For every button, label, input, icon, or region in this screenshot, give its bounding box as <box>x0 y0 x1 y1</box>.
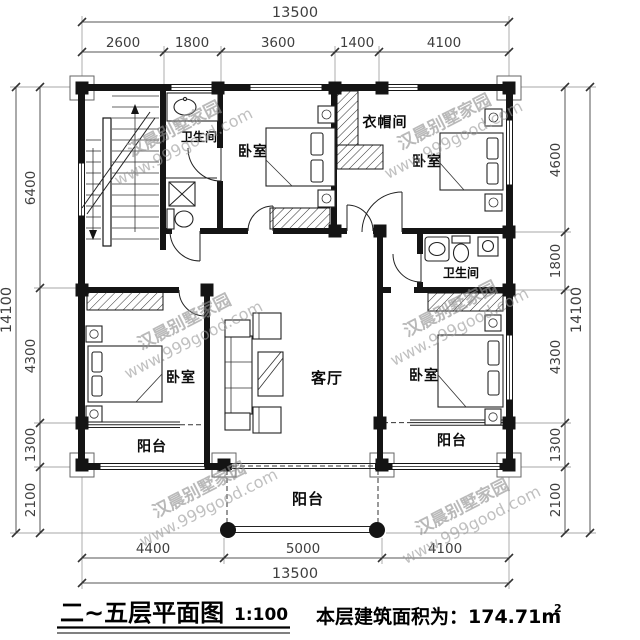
door-bedroom-top <box>247 205 274 232</box>
hall-cabinet <box>269 207 331 230</box>
balcony-column-left <box>220 522 236 538</box>
door-bedroom-right-top <box>361 191 403 233</box>
dim-bottom-2: 5000 <box>286 541 320 557</box>
sofa-set <box>224 312 284 434</box>
plan-scale: 1:100 <box>234 605 288 625</box>
bed-left-bottom <box>85 325 163 423</box>
dim-top-4: 1400 <box>340 35 374 51</box>
center-balcony <box>220 470 385 538</box>
cloakroom-wardrobe-side <box>336 90 359 146</box>
window-balcony-left <box>99 463 206 470</box>
dim-top-2: 1800 <box>175 35 209 51</box>
stair-arrow-up <box>131 104 139 114</box>
dim-top-3: 3600 <box>261 35 295 51</box>
door-bath-right <box>392 253 422 283</box>
furniture <box>85 105 504 434</box>
window-bath-top <box>170 84 216 91</box>
stair-arrow-down <box>89 230 97 240</box>
title-block: 二~五层平面图 1:100 本层建筑面积为：174.71m 2 <box>57 599 562 634</box>
dim-right-3: 4300 <box>548 340 564 374</box>
bed-top <box>265 105 336 208</box>
room-labels: 卫生间 卧室 衣帽间 卧室 卫生间 卧室 卧室 客厅 阳台 阳台 阳台 <box>137 114 479 508</box>
dim-right-total: 14100 <box>569 287 585 333</box>
dim-top-1: 2600 <box>106 35 140 51</box>
label-balcony-right: 阳台 <box>437 432 467 449</box>
label-living: 客厅 <box>310 369 343 387</box>
label-bath-right: 卫生间 <box>443 265 479 280</box>
label-bedroom-top: 卧室 <box>238 143 268 160</box>
cloakroom-wardrobe-bottom <box>336 144 384 170</box>
door-hall <box>346 204 374 232</box>
dim-bottom-1: 4400 <box>136 541 170 557</box>
label-bedroom-right-top: 卧室 <box>412 153 442 170</box>
label-cloakroom: 衣帽间 <box>363 114 408 131</box>
dim-top-total: 13500 <box>272 5 318 21</box>
dimension-labels: 13500 2600 1800 3600 1400 4100 4400 5000… <box>0 5 585 582</box>
window-balcony-right <box>391 463 501 470</box>
dimension-ticks <box>11 17 595 588</box>
window-cloakroom <box>387 84 419 91</box>
dim-bottom-total: 13500 <box>272 566 318 582</box>
windows <box>78 84 513 470</box>
wardrobes <box>86 90 504 312</box>
floor-area-sup: 2 <box>554 602 562 615</box>
dim-left-total: 14100 <box>0 287 15 333</box>
bed-right-top <box>439 108 504 212</box>
dim-left-3: 1300 <box>23 428 39 462</box>
floor-area-text: 本层建筑面积为：174.71m <box>316 605 561 628</box>
window-stair <box>78 162 85 217</box>
door-bath-top <box>187 147 222 182</box>
window-bedroom-right-top <box>506 119 513 186</box>
dim-right-1: 4600 <box>548 143 564 177</box>
plan-title: 二~五层平面图 <box>60 599 224 627</box>
dimension-lines <box>15 21 591 584</box>
bed-right-bottom <box>437 314 504 426</box>
label-balcony-left: 阳台 <box>137 438 167 455</box>
bedroom-left-wardrobe <box>86 291 164 311</box>
stair-rail <box>102 117 112 247</box>
dim-right-4: 1300 <box>548 428 564 462</box>
balcony-column-right <box>369 522 385 538</box>
bathroom-right-fixtures <box>424 235 499 263</box>
bathroom-top-fixtures <box>166 92 219 230</box>
dim-left-1: 6400 <box>23 171 39 205</box>
dim-left-4: 2100 <box>23 483 39 517</box>
label-balcony-center: 阳台 <box>292 490 324 508</box>
label-bedroom-right-bottom: 卧室 <box>409 367 439 384</box>
dim-top-5: 4100 <box>427 35 461 51</box>
doors <box>169 147 422 317</box>
label-bath-top: 卫生间 <box>181 129 217 144</box>
dim-left-2: 4300 <box>23 339 39 373</box>
columns <box>75 81 516 472</box>
dim-bottom-3: 4100 <box>428 541 462 557</box>
staircase <box>81 95 159 247</box>
window-bedroom-top <box>249 84 323 91</box>
bedroom-right-wardrobe <box>427 292 504 312</box>
dim-right-5: 2100 <box>548 483 564 517</box>
window-bedroom-right-bottom <box>506 334 513 401</box>
label-bedroom-left-bottom: 卧室 <box>166 369 196 386</box>
dim-right-2: 1800 <box>548 244 564 278</box>
door-stair-hall <box>169 230 201 262</box>
